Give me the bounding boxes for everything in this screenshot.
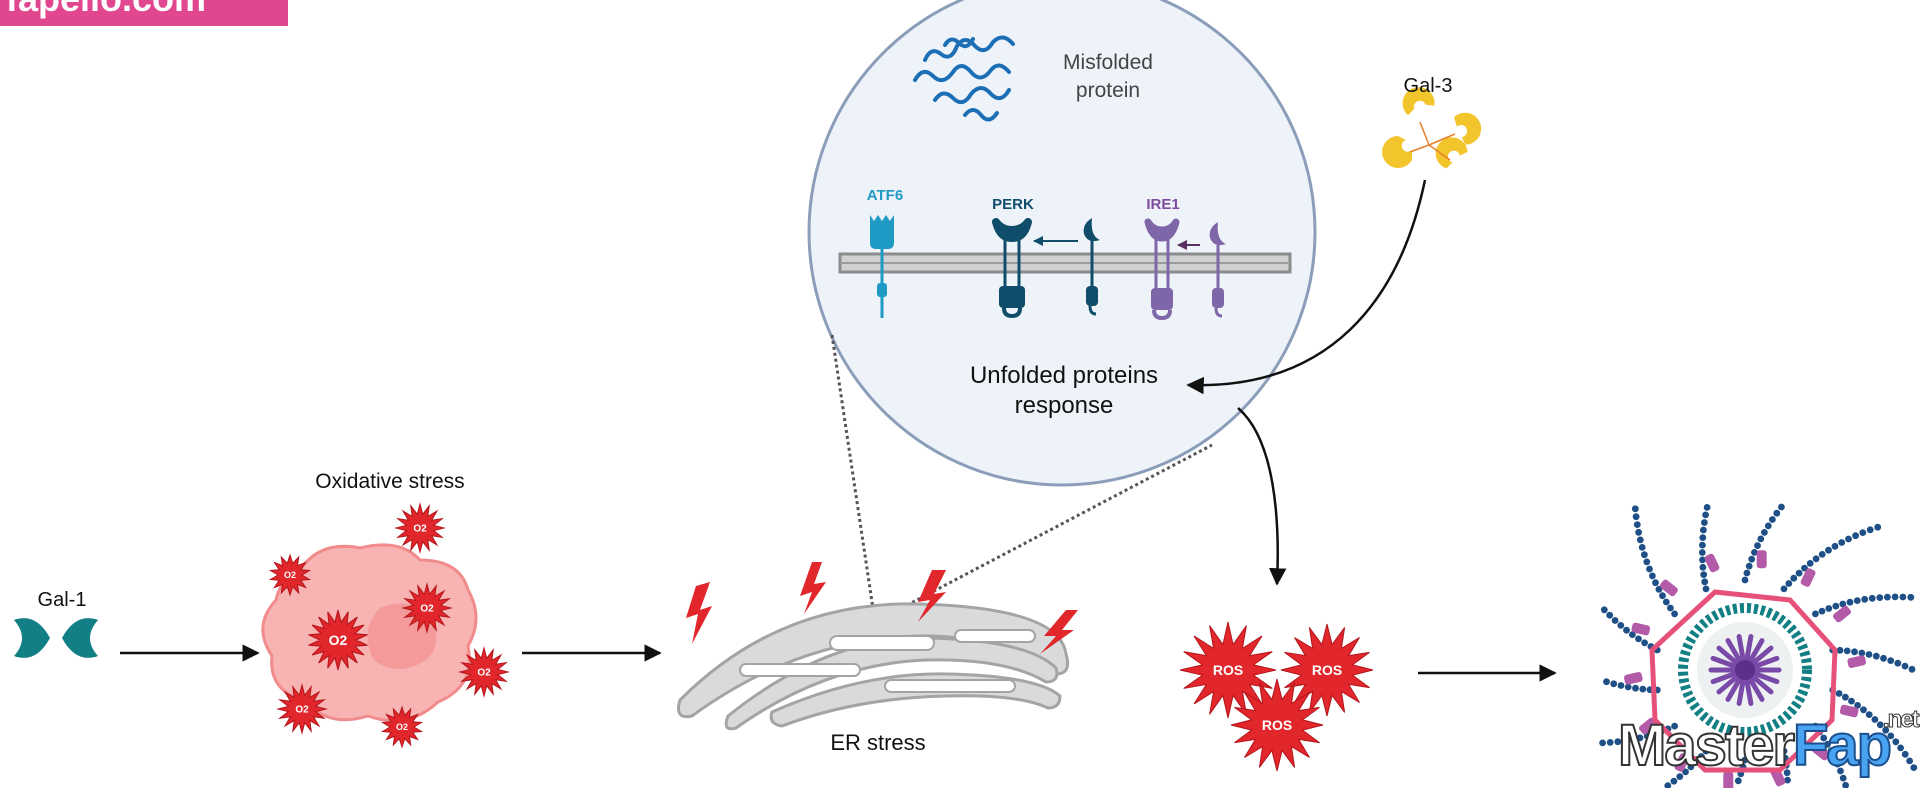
watermark-master-text: Master [1617, 712, 1796, 779]
misfolded-protein-label-2: protein [1076, 79, 1140, 102]
ros-icon: ROS [1280, 623, 1374, 717]
o2-radical-icon: O2 [401, 582, 453, 634]
atf6-label: ATF6 [867, 187, 903, 204]
misfolded-protein-icon [913, 35, 1015, 122]
upr-label-2: response [1015, 392, 1114, 419]
ros-icon: ROS [1230, 678, 1324, 772]
o2-radical-icon-label: O2 [284, 570, 296, 580]
o2-radical-icon-label: O2 [329, 632, 348, 648]
upr-to-ros-arrow [1237, 407, 1287, 586]
lightning-bolt-icon [686, 582, 712, 644]
ros-icon-label: ROS [1312, 662, 1342, 678]
watermark-bottom-right: MasterFap .net [1617, 706, 1920, 780]
gal3-to-upr-arrow [1186, 179, 1427, 395]
perk-monomer-icon [1083, 218, 1100, 316]
ire1-monomer-icon [1209, 222, 1226, 318]
er-organelle-icon [677, 602, 1070, 731]
o2-radical-icon-label: O2 [413, 524, 427, 535]
o2-radical-icon-label: O2 [477, 668, 491, 679]
o2-radical-icon-label: O2 [396, 722, 408, 732]
o2-radical-icon: O2 [380, 705, 424, 749]
ros-icon-label: ROS [1262, 717, 1292, 733]
lightning-bolts-group [686, 562, 1078, 654]
watermark-tld-text: .net [1883, 706, 1920, 734]
watermark-top-left: fapello.com [0, 0, 288, 26]
ros-group: ROS ROS ROS [1179, 621, 1374, 772]
oxidative-stress-label: Oxidative stress [315, 470, 464, 493]
ire1-dimer-icon [1144, 218, 1200, 321]
zoom-guide-lines [830, 334, 1213, 624]
upr-label-1: Unfolded proteins [970, 362, 1158, 389]
gal1-icon [14, 618, 98, 658]
lightning-bolt-icon [800, 562, 826, 614]
gal3-label: Gal-3 [1404, 75, 1453, 97]
gal1-label: Gal-1 [38, 589, 87, 611]
micelle-structure-icon [1599, 503, 1918, 788]
ros-icon: ROS [1179, 621, 1277, 719]
perk-label: PERK [992, 196, 1034, 213]
o2-radical-icon: O2 [268, 553, 312, 597]
o2-radical-icon: O2 [458, 646, 510, 698]
er-stress-label: ER stress [830, 730, 925, 755]
atf6-receptor-icon [870, 215, 894, 318]
er-membrane [838, 252, 1292, 274]
ros-icon-label: ROS [1213, 662, 1243, 678]
ire1-label: IRE1 [1146, 196, 1179, 213]
o2-radical-icon: O2 [276, 683, 328, 735]
misfolded-protein-label-1: Misfolded [1063, 51, 1153, 74]
lightning-bolt-icon [918, 570, 946, 622]
lightning-bolt-icon [1040, 610, 1078, 654]
o2-radical-icon-label: O2 [420, 604, 434, 615]
watermark-fap-text: Fap [1792, 712, 1893, 779]
watermark-top-left-text: fapello.com [6, 0, 206, 20]
o2-radical-icon-label: O2 [295, 705, 309, 716]
o2-radical-icon: O2 [308, 609, 368, 671]
perk-dimer-icon [992, 218, 1078, 319]
upr-zoom-circle [807, 0, 1317, 487]
gal3-icon [1382, 87, 1482, 169]
o2-radical-icon: O2 [394, 502, 446, 554]
stressed-cell-icon [261, 543, 478, 723]
